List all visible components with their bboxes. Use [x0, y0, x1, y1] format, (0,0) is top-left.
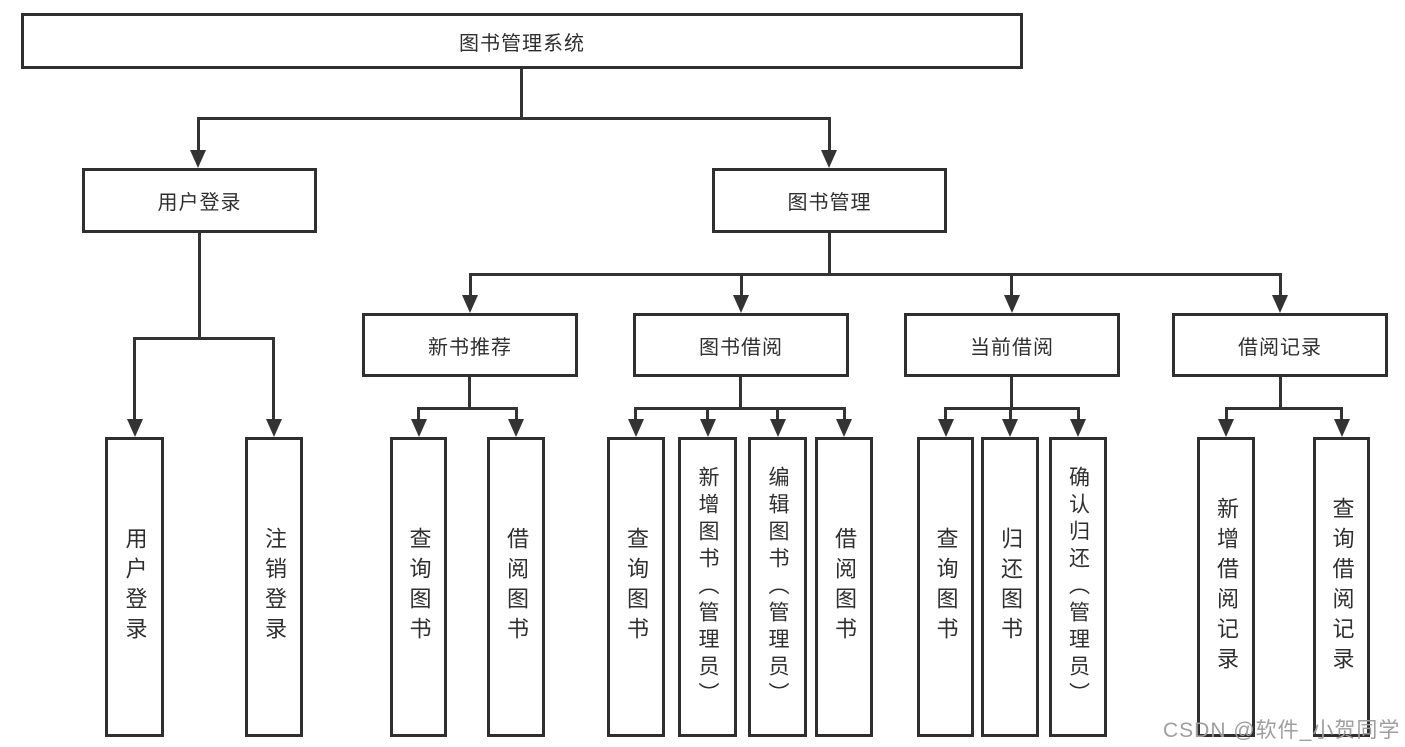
- connector-records-drop-1: [1225, 407, 1228, 419]
- arrow-down-icon: [1070, 419, 1086, 437]
- connector-root-bar: [197, 117, 831, 120]
- leaf-edit-books-admin: 编辑图书（管理员）: [748, 437, 807, 737]
- connector-records-drop-2: [1340, 407, 1343, 419]
- leaf-add-books-admin: 新增图书（管理员）: [678, 437, 737, 737]
- connector-borrow-drop-3: [776, 407, 779, 419]
- connector-book-mgmt-drop-4: [1279, 273, 1282, 295]
- connector-recommend-stem: [468, 377, 471, 407]
- leaf-user-login: 用户登录: [105, 437, 164, 737]
- arrow-down-icon: [1334, 419, 1350, 437]
- arrow-down-icon: [462, 295, 478, 313]
- arrow-down-icon: [821, 150, 837, 168]
- connector-user-login-bar: [133, 337, 275, 340]
- arrow-down-icon: [628, 419, 644, 437]
- arrow-down-icon: [733, 295, 749, 313]
- arrow-down-icon: [770, 419, 786, 437]
- arrow-down-icon: [938, 419, 954, 437]
- leaf-recommend-query-books: 查询图书: [390, 437, 447, 737]
- connector-borrow-stem: [739, 377, 742, 407]
- node-book-management: 图书管理: [712, 168, 947, 233]
- connector-user-login-stem: [198, 233, 201, 337]
- connector-records-stem: [1279, 377, 1282, 407]
- connector-root-drop-left: [197, 117, 200, 151]
- csdn-watermark: CSDN @软件_小贺同学: [1163, 719, 1401, 742]
- connector-current-stem: [1010, 377, 1013, 407]
- connector-root-drop-right: [828, 117, 831, 151]
- leaf-recommend-borrow-books: 借阅图书: [487, 437, 545, 737]
- node-user-login: 用户登录: [82, 168, 317, 233]
- leaf-logout: 注销登录: [245, 437, 303, 737]
- leaf-return-books: 归还图书: [981, 437, 1039, 737]
- connector-recommend-drop-1: [417, 407, 420, 419]
- arrow-down-icon: [1218, 419, 1234, 437]
- connector-borrow-bar: [634, 407, 846, 410]
- connector-current-drop-3: [1077, 407, 1080, 419]
- connector-borrow-drop-2: [706, 407, 709, 419]
- connector-book-mgmt-drop-3: [1010, 273, 1013, 295]
- connector-records-bar: [1225, 407, 1342, 410]
- arrow-down-icon: [1002, 419, 1018, 437]
- connector-book-mgmt-bar: [469, 273, 1282, 276]
- connector-recommend-bar: [417, 407, 518, 410]
- leaf-borrow-books: 借阅图书: [815, 437, 873, 737]
- leaf-current-query-books: 查询图书: [917, 437, 974, 737]
- node-library-management-system: 图书管理系统: [21, 13, 1023, 69]
- connector-book-mgmt-stem: [828, 233, 831, 273]
- arrow-down-icon: [1272, 295, 1288, 313]
- leaf-add-borrow-record: 新增借阅记录: [1197, 437, 1255, 737]
- connector-book-mgmt-drop-2: [740, 273, 743, 295]
- connector-current-drop-1: [944, 407, 947, 419]
- arrow-down-icon: [411, 419, 427, 437]
- arrow-down-icon: [127, 419, 143, 437]
- connector-current-drop-2: [1009, 407, 1012, 419]
- node-book-borrowing: 图书借阅: [633, 313, 849, 377]
- node-current-borrowing: 当前借阅: [904, 313, 1120, 377]
- leaf-query-borrow-record: 查询借阅记录: [1313, 437, 1370, 737]
- arrow-down-icon: [190, 150, 206, 168]
- arrow-down-icon: [1004, 295, 1020, 313]
- connector-borrow-drop-4: [843, 407, 846, 419]
- connector-borrow-drop-1: [634, 407, 637, 419]
- node-borrowing-records: 借阅记录: [1172, 313, 1388, 377]
- arrow-down-icon: [508, 419, 524, 437]
- arrow-down-icon: [266, 419, 282, 437]
- leaf-confirm-return-admin: 确认归还（管理员）: [1049, 437, 1107, 737]
- leaf-borrow-query-books: 查询图书: [607, 437, 665, 737]
- connector-user-login-drop-2: [272, 337, 275, 419]
- connector-root-stem: [520, 69, 523, 117]
- arrow-down-icon: [700, 419, 716, 437]
- connector-current-bar: [944, 407, 1080, 410]
- node-new-book-recommendation: 新书推荐: [362, 313, 578, 377]
- connector-user-login-drop-1: [133, 337, 136, 419]
- connector-book-mgmt-drop-1: [469, 273, 472, 295]
- connector-recommend-drop-2: [515, 407, 518, 419]
- arrow-down-icon: [836, 419, 852, 437]
